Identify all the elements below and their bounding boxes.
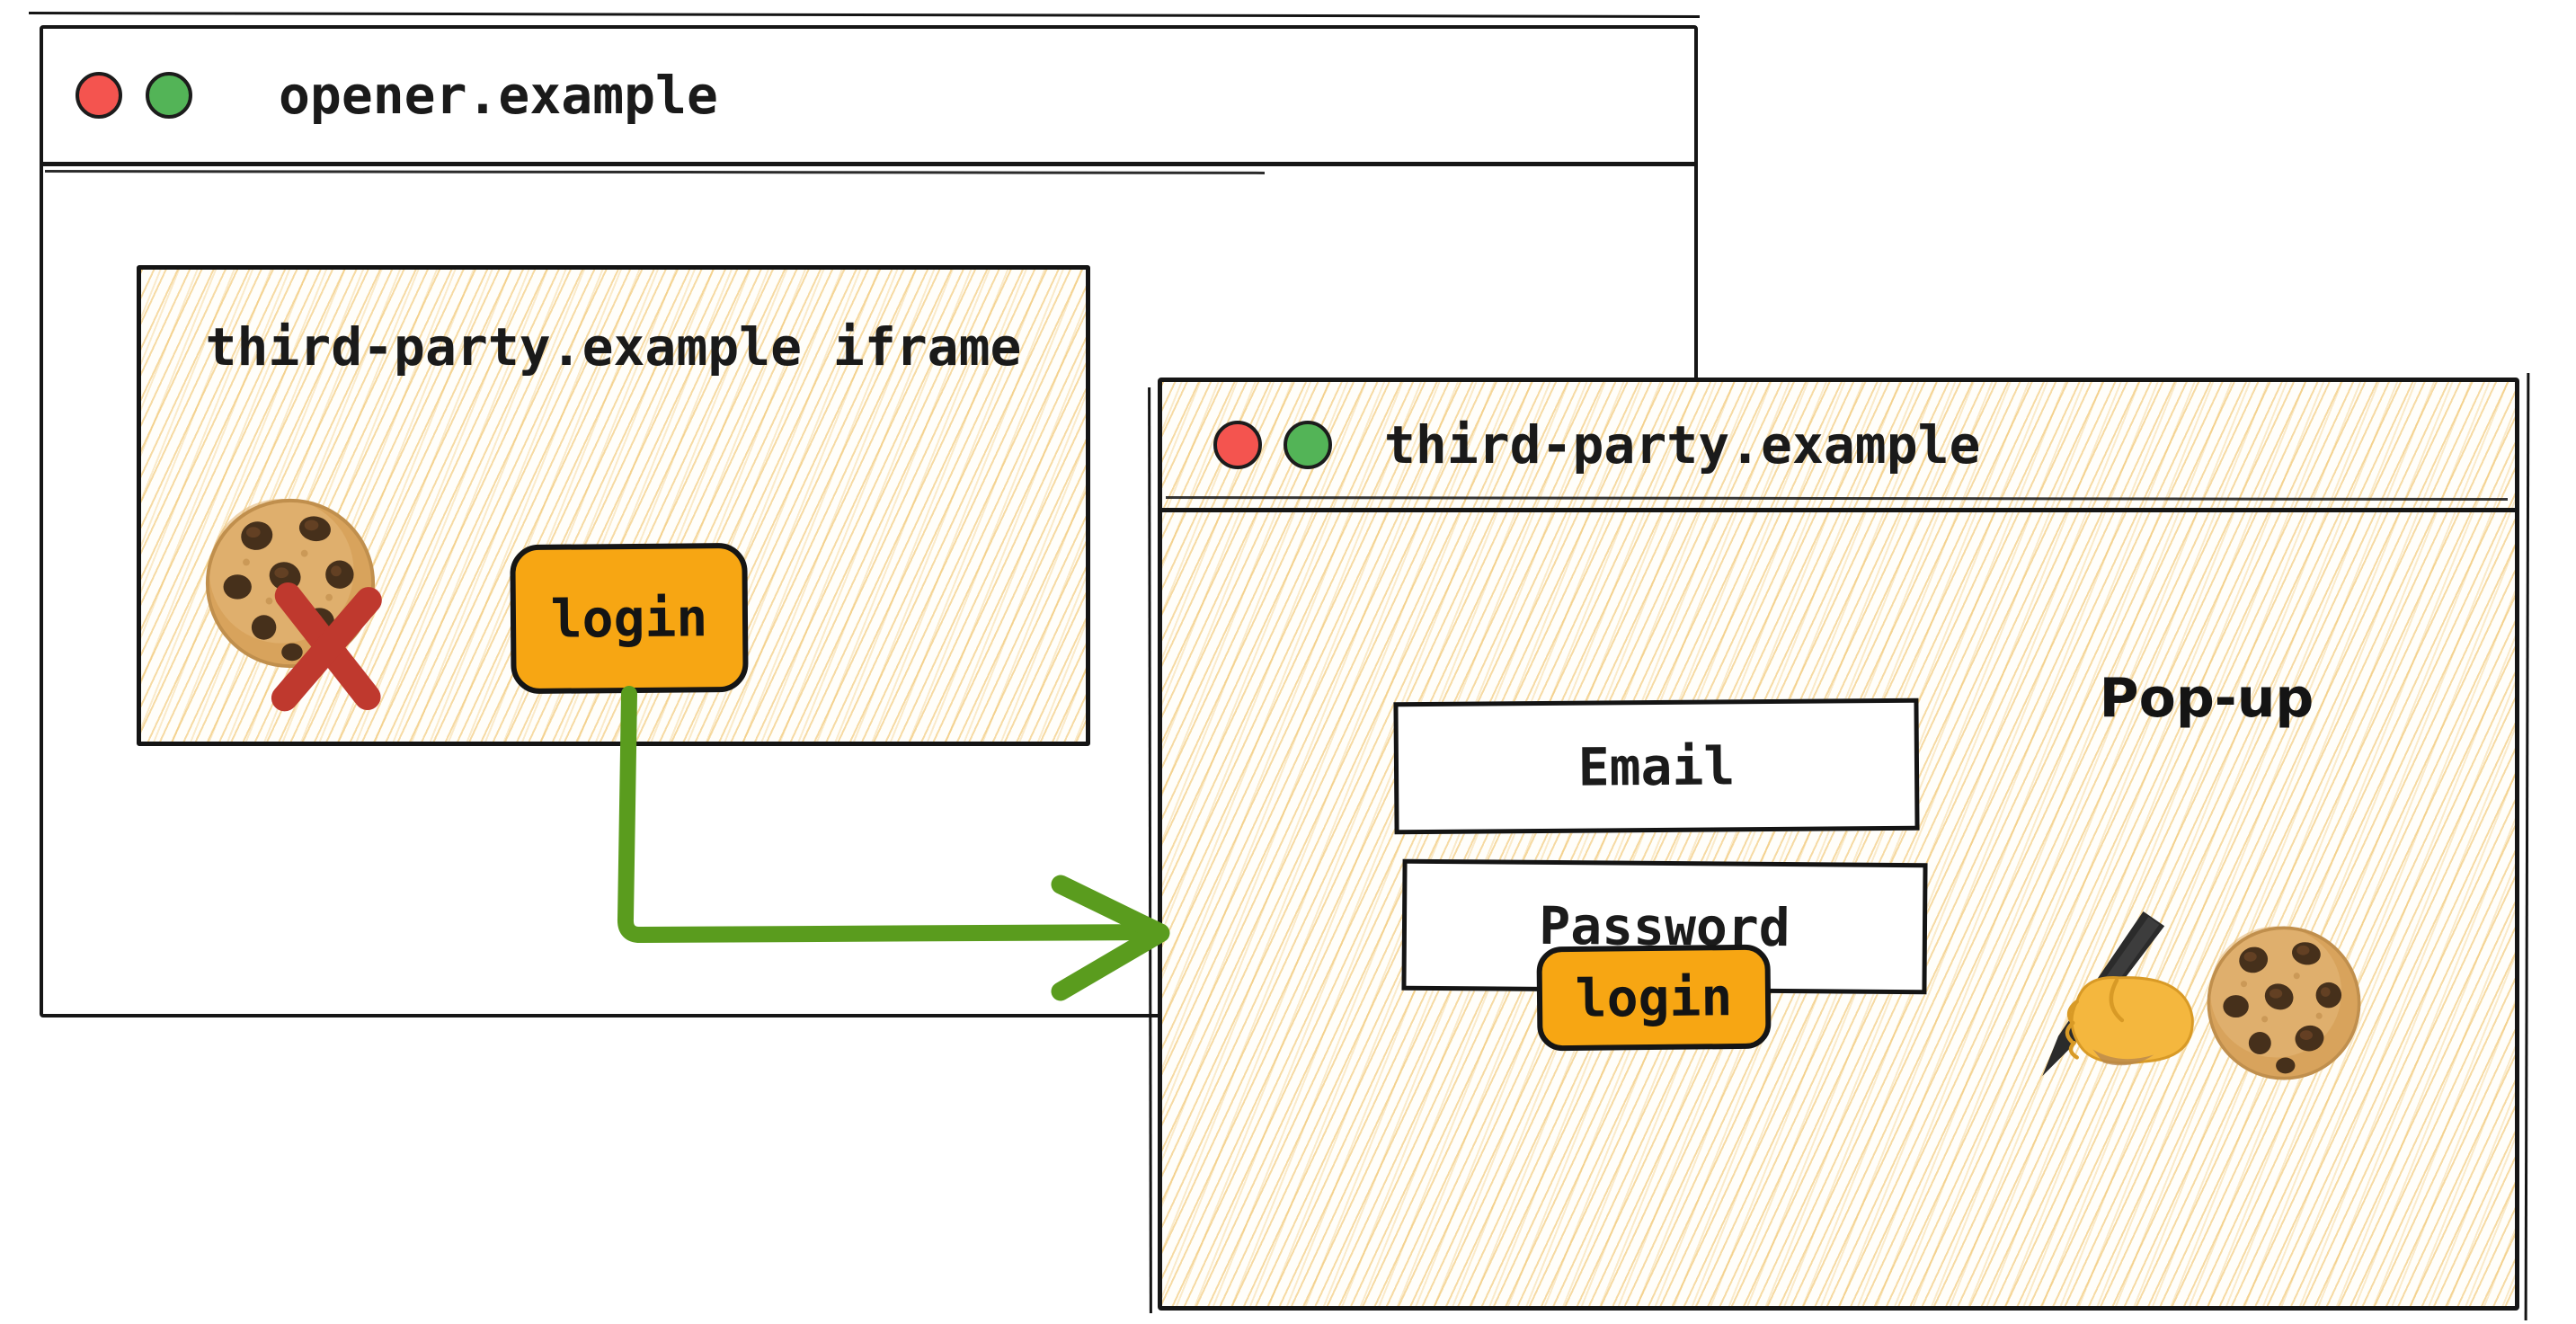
minimize-traffic-light[interactable]	[1284, 421, 1332, 469]
popup-window-title: third-party.example	[1384, 414, 1981, 475]
minimize-traffic-light[interactable]	[146, 72, 192, 119]
close-traffic-light[interactable]	[76, 72, 122, 119]
email-field[interactable]: Email	[1393, 698, 1920, 835]
opener-titlebar: opener.example	[43, 29, 1694, 166]
popup-window: third-party.example Pop-up Email Passwor…	[1158, 378, 2519, 1311]
popup-login-button[interactable]: login	[1536, 944, 1772, 1052]
opener-window-title: opener.example	[279, 65, 718, 126]
popup-titlebar: third-party.example	[1162, 382, 2515, 512]
iframe-login-button[interactable]: login	[510, 542, 749, 695]
blocked-red-cross-icon	[271, 582, 382, 712]
popup-annotation: Pop-up	[2099, 667, 2314, 730]
cookie-icon	[2207, 924, 2361, 1080]
iframe-label: third-party.example iframe	[205, 316, 1022, 378]
third-party-iframe: third-party.example iframe login	[137, 265, 1090, 746]
writing-hand-icon	[2042, 911, 2194, 1077]
close-traffic-light[interactable]	[1213, 421, 1262, 469]
